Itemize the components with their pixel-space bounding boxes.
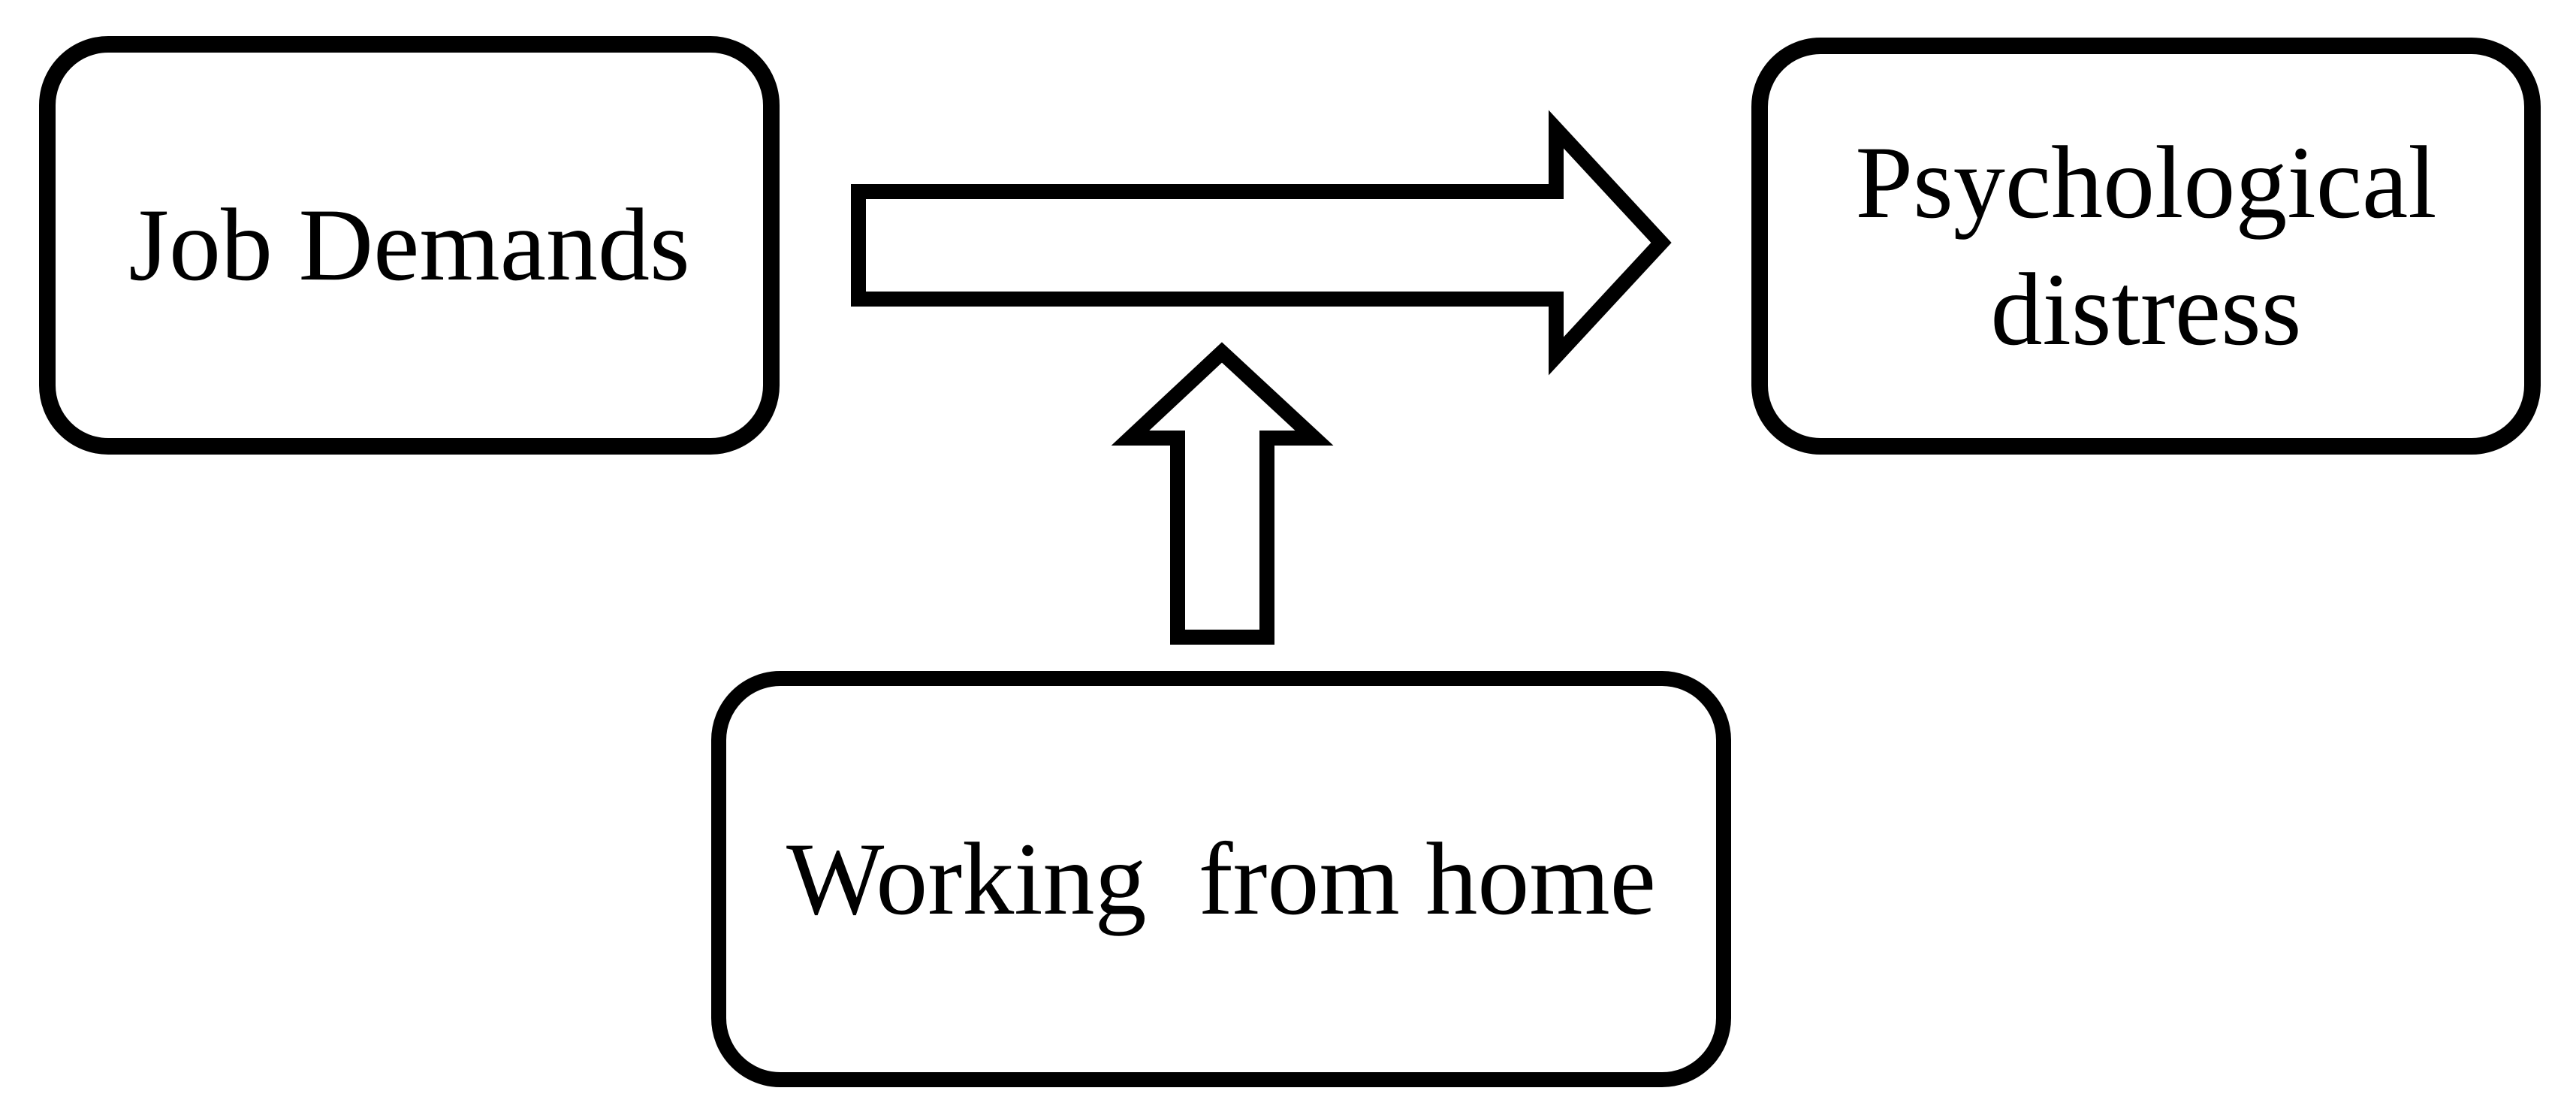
node-job-demands: Job Demands <box>39 36 780 455</box>
node-working-from-home: Working from home <box>711 671 1731 1087</box>
node-psychological-distress-label: Psychological distress <box>1855 125 2463 367</box>
node-job-demands-label: Job Demands <box>128 187 690 303</box>
moderation-block-arrow <box>1111 342 1334 645</box>
node-psychological-distress: Psychological distress <box>1751 38 2541 455</box>
main-effect-block-arrow <box>851 110 1672 376</box>
node-working-from-home-label: Working from home <box>786 820 1656 936</box>
